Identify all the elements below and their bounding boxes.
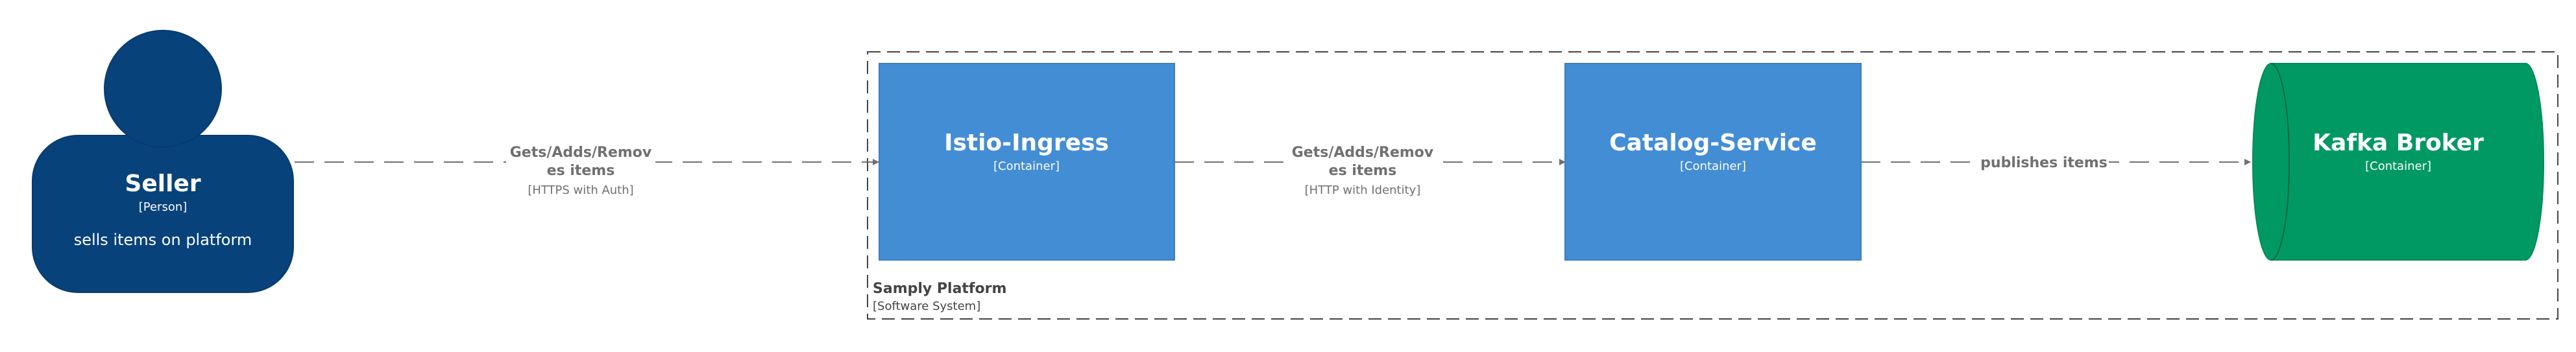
edge-label-ingress-to-catalog: Gets/Adds/Remov es items [HTTP with Iden… bbox=[1288, 143, 1437, 197]
boundary-name: Samply Platform bbox=[873, 281, 1006, 297]
edge-technology: [HTTPS with Auth] bbox=[528, 183, 633, 197]
node-name: Seller bbox=[125, 170, 200, 197]
node-name: Kafka Broker bbox=[2313, 130, 2484, 156]
istio-ingress-container-node[interactable]: Istio-Ingress [Container] bbox=[879, 63, 1175, 261]
node-type: [Container] bbox=[2365, 159, 2431, 173]
edge-label-line1: Gets/Adds/Remov bbox=[1292, 145, 1434, 161]
node-type: [Container] bbox=[1680, 159, 1746, 173]
node-name: Catalog-Service bbox=[1609, 130, 1817, 156]
node-type: [Container] bbox=[993, 159, 1060, 173]
edge-label-line2: es items bbox=[1329, 163, 1397, 179]
node-description: sells items on platform bbox=[74, 231, 252, 249]
boundary-type: [Software System] bbox=[873, 299, 980, 313]
edge-label: publishes items bbox=[1980, 155, 2108, 171]
edge-label-line2: es items bbox=[547, 163, 615, 179]
kafka-broker-container-node[interactable]: Kafka Broker [Container] bbox=[2252, 63, 2544, 261]
edge-technology: [HTTP with Identity] bbox=[1305, 183, 1421, 197]
samply-platform-boundary[interactable]: Samply Platform [Software System] bbox=[867, 51, 2558, 320]
edge-label-line1: Gets/Adds/Remov bbox=[510, 145, 652, 161]
node-type: [Person] bbox=[139, 200, 188, 214]
edge-label-seller-to-ingress: Gets/Adds/Remov es items [HTTPS with Aut… bbox=[506, 143, 655, 197]
node-name: Istio-Ingress bbox=[944, 130, 1109, 156]
edge-label-catalog-to-kafka: publishes items bbox=[1979, 152, 2109, 172]
seller-person-node[interactable]: Seller [Person] sells items on platform bbox=[32, 30, 294, 293]
catalog-service-container-node[interactable]: Catalog-Service [Container] bbox=[1564, 63, 1862, 261]
